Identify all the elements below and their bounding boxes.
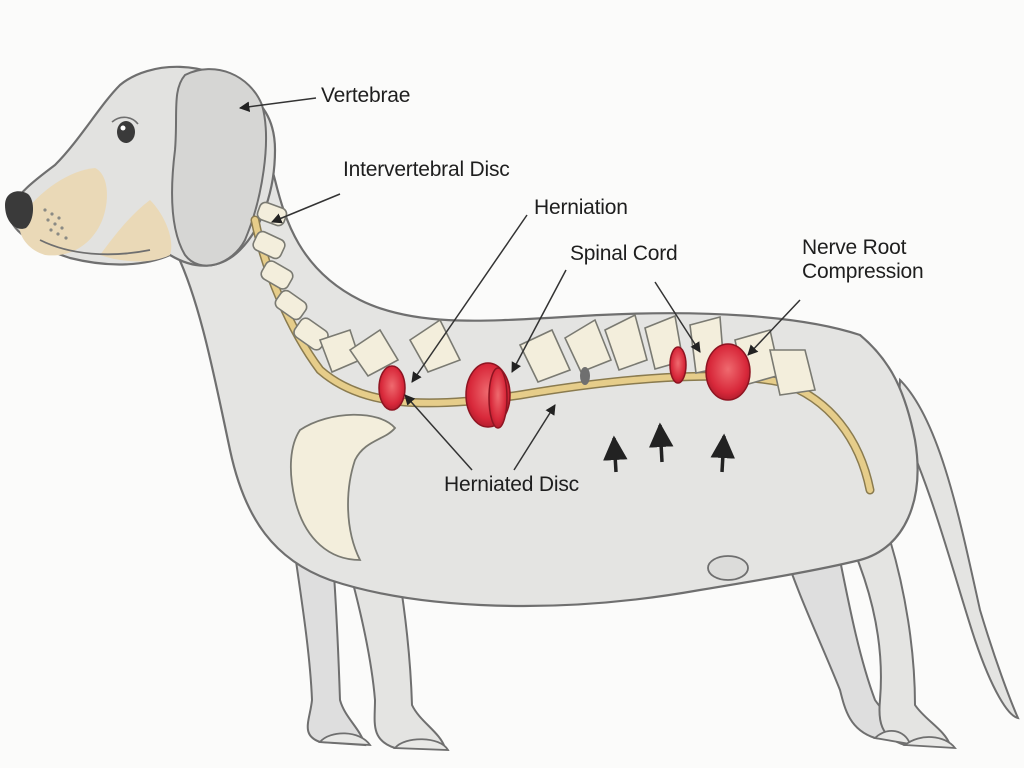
label-nerve-root-compression: Nerve Root Compression xyxy=(802,236,924,283)
whisker-dots xyxy=(43,208,68,240)
label-spinal-cord: Spinal Cord xyxy=(570,242,678,265)
nose xyxy=(5,191,34,229)
eye xyxy=(117,121,135,143)
label-herniation: Herniation xyxy=(534,196,628,219)
mouth xyxy=(39,239,151,256)
paws xyxy=(318,730,957,751)
tail xyxy=(896,377,1020,720)
ear xyxy=(171,68,267,267)
label-nerve-root-line1: Nerve Root xyxy=(802,236,907,259)
cheek-tan xyxy=(100,200,172,262)
label-nerve-root-line2: Compression xyxy=(802,259,924,283)
belly-detail xyxy=(707,555,749,581)
muzzle xyxy=(19,168,107,256)
label-intervertebral-disc: Intervertebral Disc xyxy=(343,158,510,181)
disc-small xyxy=(580,367,590,385)
leader-lines xyxy=(238,97,801,471)
scapula-bone xyxy=(290,413,397,561)
label-vertebrae: Vertebrae xyxy=(321,84,411,107)
pressure-arrows xyxy=(603,422,736,473)
vertebrae-column xyxy=(252,201,816,396)
herniated-discs xyxy=(378,343,751,429)
label-herniated-disc: Herniated Disc xyxy=(444,473,579,496)
